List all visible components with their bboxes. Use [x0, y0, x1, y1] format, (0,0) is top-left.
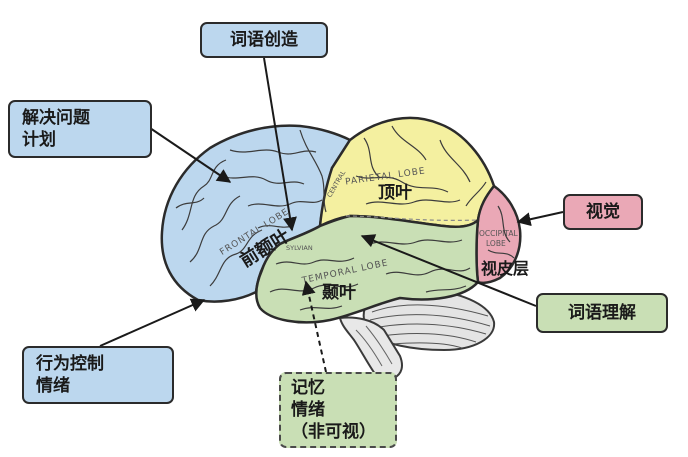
callout-comprehension-text: 词语理解 [568, 303, 636, 323]
arrow-vision [516, 211, 564, 227]
arrow-comprehension [360, 234, 537, 307]
callout-planning-line1: 解决问题 [22, 108, 90, 128]
callout-planning: 解决问题 计划 [8, 100, 152, 158]
callout-word-creation-text: 词语创造 [230, 30, 298, 50]
callout-comprehension: 词语理解 [536, 293, 668, 333]
callout-vision: 视觉 [563, 194, 643, 230]
occipital-lobe-label: 视皮层 [481, 259, 529, 278]
temporal-lobe-label: 颞叶 [321, 283, 356, 303]
callout-behavior: 行为控制 情绪 [22, 346, 174, 404]
callout-behavior-line2: 情绪 [36, 376, 70, 396]
cerebellum-folds [369, 304, 491, 349]
occipital-lobe-en-label-1: OCCIPITAL [479, 229, 518, 238]
lobe-boundary [345, 215, 479, 221]
arrow-behavior [99, 298, 206, 347]
callout-planning-line2: 计划 [22, 130, 56, 150]
sylvian-fissure-label: SYLVIAN [286, 244, 313, 252]
callout-memory-line2: 情绪 [291, 400, 325, 420]
parietal-lobe-label: 顶叶 [378, 183, 412, 203]
callout-behavior-line1: 行为控制 [36, 354, 104, 374]
callout-vision-text: 视觉 [586, 202, 620, 222]
brain-gyri [175, 125, 515, 311]
callout-memory-line3: （非可视） [291, 422, 376, 442]
callout-memory: 记忆 情绪 （非可视） [279, 372, 397, 448]
callout-word-creation: 词语创造 [200, 22, 328, 58]
arrow-word-creation [263, 57, 297, 232]
occipital-lobe-en-label-2: LOBE [486, 239, 506, 248]
arrow-planning [149, 127, 232, 183]
callout-memory-line1: 记忆 [291, 378, 325, 398]
arrow-memory [301, 280, 327, 373]
